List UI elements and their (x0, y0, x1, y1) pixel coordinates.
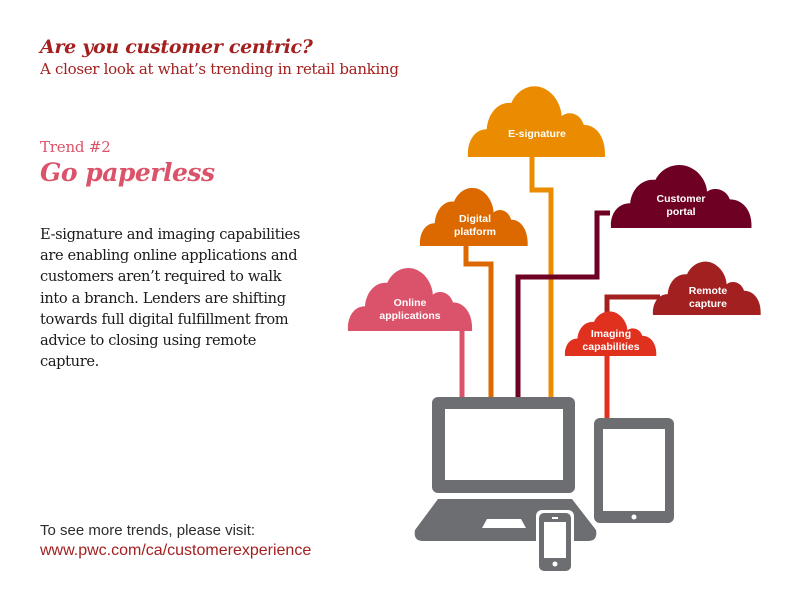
cloud-label-e-signature: E-signature (508, 128, 566, 140)
customer-experience-link[interactable]: www.pwc.com/ca/customerexperience (40, 542, 312, 559)
trend-description: E-signature and imaging capabilities are… (40, 226, 300, 371)
cloud-label-digital-platform-2: platform (454, 226, 496, 238)
cloud-label-remote-capture: Remote (689, 285, 728, 297)
cloud-label-customer-portal-2: portal (666, 206, 695, 218)
connector-digital-platform (463, 245, 494, 398)
trend-title: Go paperless (40, 158, 215, 187)
tablet-icon (594, 418, 674, 523)
page-title: Are you customer centric? (40, 36, 313, 58)
cloud-label-digital-platform: Digital (459, 213, 491, 225)
page-subtitle: A closer look at what’s trending in reta… (40, 60, 399, 78)
connector-remote-capture (604, 294, 660, 318)
cloud-label-online-applications: Online (394, 297, 427, 309)
cloud-e-signature (467, 86, 605, 157)
laptop-icon (414, 397, 597, 541)
cloud-label-imaging-capabilities: Imaging (591, 328, 631, 340)
connector-customer-portal (515, 210, 610, 398)
smartphone-icon (536, 510, 574, 574)
cloud-label-customer-portal: Customer (656, 193, 705, 205)
visit-label: To see more trends, please visit: (40, 522, 256, 539)
cloud-label-imaging-capabilities-2: capabilities (582, 341, 639, 353)
connector-e-signature (529, 157, 554, 398)
cloud-label-online-applications-2: applications (379, 310, 440, 322)
cloud-label-remote-capture-2: capture (689, 298, 727, 310)
trend-number: Trend #2 (40, 138, 111, 156)
